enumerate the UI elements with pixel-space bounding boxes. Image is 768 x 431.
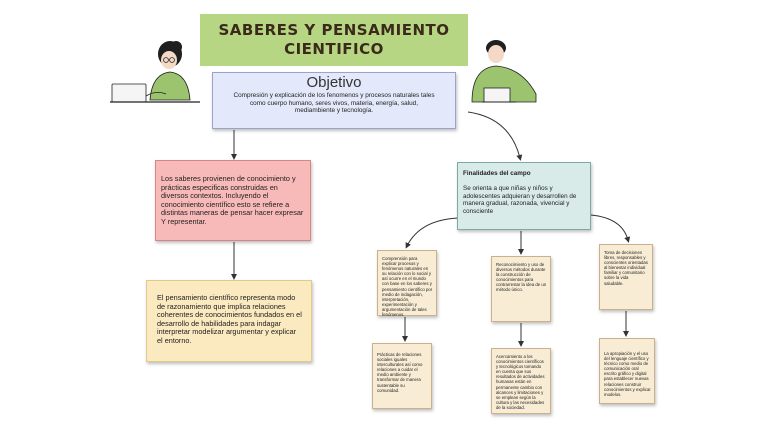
- finalidad-box-practicas: Prácticas de relaciones sociales iguales…: [372, 343, 432, 409]
- objetivo-text: Compresión y explicación de los fenomeno…: [233, 92, 435, 115]
- saberes-box: Los saberes provienen de conocimiento y …: [155, 160, 311, 241]
- finalidades-text: Se orienta a que niñas y niños y adolesc…: [463, 185, 577, 215]
- objetivo-heading: Objetivo: [306, 74, 362, 91]
- finalidades-heading: Finalidades del campo: [463, 170, 531, 177]
- arrow-objetivo-to-finalidades: [467, 111, 523, 161]
- finalidad-box-lenguaje: La apropiación y el uso del lenguaje cie…: [599, 338, 655, 404]
- arrow-finalidades-to-right: [590, 214, 631, 243]
- map-title: SABERES Y PENSAMIENTO CIENTIFICO: [200, 14, 468, 66]
- title-line-2: CIENTIFICO: [284, 40, 384, 58]
- finalidad-box-decisiones: Toma de decisiones libres, responsables …: [599, 244, 653, 310]
- man-writing-illustration: [471, 40, 537, 103]
- finalidades-box: Finalidades del campo Se orienta a que n…: [457, 162, 591, 230]
- finalidad-box-acercamiento: Acercamiento a los conocimientos científ…: [491, 348, 551, 414]
- finalidad-box-metodos: Reconocimiento y uso de diversos métodos…: [491, 256, 551, 322]
- arrow-finalidades-to-left: [405, 217, 459, 249]
- title-line-1: SABERES Y PENSAMIENTO: [218, 21, 450, 39]
- objetivo-box: Objetivo Compresión y explicación de los…: [212, 72, 456, 129]
- pensamiento-box: El pensamiento científico representa mod…: [146, 280, 312, 362]
- finalidad-box-comprension: Comprensión para explicar procesos y fen…: [377, 250, 437, 317]
- woman-with-laptop-illustration: [110, 41, 200, 103]
